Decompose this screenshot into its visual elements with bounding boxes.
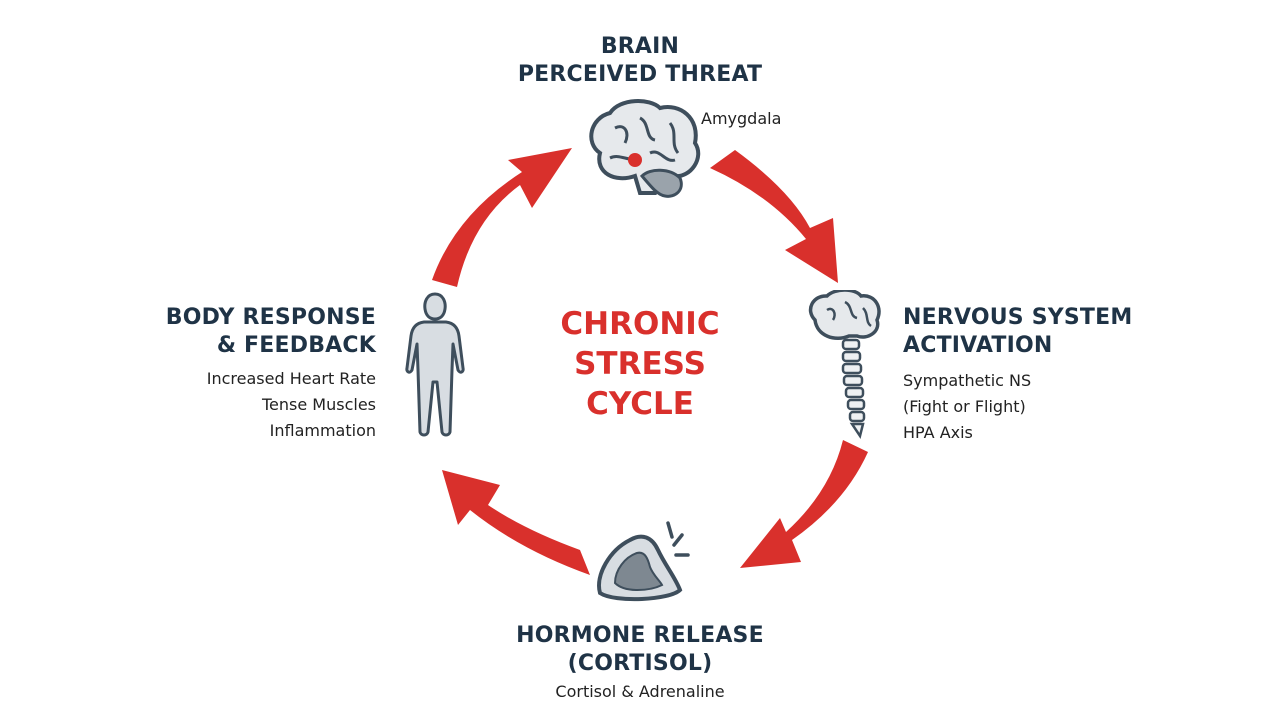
body-title-line2: & FEEDBACK <box>216 333 376 358</box>
arrow-hormone-to-body <box>442 470 590 575</box>
cycle-center-label: CHRONIC STRESS CYCLE <box>520 304 760 424</box>
hormone-detail: Cortisol & Adrenaline <box>555 682 725 701</box>
arrow-body-to-brain <box>432 148 572 287</box>
hormone-title-line2: (CORTISOL) <box>567 651 713 676</box>
brain-icon <box>589 99 701 198</box>
nervous-detail-3: HPA Axis <box>903 423 973 442</box>
body-detail-3: Inflammation <box>269 421 376 440</box>
brain-title-line1: BRAIN <box>600 34 680 59</box>
body-details: Increased Heart Rate Tense Muscles Infla… <box>90 366 376 444</box>
hormone-title-line1: HORMONE RELEASE <box>516 623 764 648</box>
body-title: BODY RESPONSE & FEEDBACK <box>90 304 376 360</box>
human-body-icon <box>405 292 465 437</box>
adrenal-gland-icon <box>597 521 690 602</box>
nervous-details: Sympathetic NS (Fight or Flight) HPA Axi… <box>903 368 1031 446</box>
center-line3: CYCLE <box>586 386 694 422</box>
arrow-brain-to-nervous <box>710 150 838 283</box>
brain-detail: Amygdala <box>701 109 782 128</box>
nervous-title-line2: ACTIVATION <box>903 333 1053 358</box>
center-line1: CHRONIC <box>560 306 720 342</box>
nervous-title-line1: NERVOUS SYSTEM <box>903 305 1133 330</box>
arrow-nervous-to-hormone <box>740 440 868 568</box>
hormone-title: HORMONE RELEASE (CORTISOL) <box>460 622 820 678</box>
nervous-title: NERVOUS SYSTEM ACTIVATION <box>903 304 1203 360</box>
body-detail-1: Increased Heart Rate <box>206 369 376 388</box>
nervous-detail-1: Sympathetic NS <box>903 371 1032 390</box>
brain-title-line2: PERCEIVED THREAT <box>517 62 763 87</box>
brain-spine-icon <box>808 290 881 440</box>
nervous-detail-2: (Fight or Flight) <box>903 397 1026 416</box>
center-line2: STRESS <box>574 346 706 382</box>
brain-title: BRAIN PERCEIVED THREAT <box>480 33 800 89</box>
body-detail-2: Tense Muscles <box>261 395 376 414</box>
body-title-line1: BODY RESPONSE <box>165 305 376 330</box>
